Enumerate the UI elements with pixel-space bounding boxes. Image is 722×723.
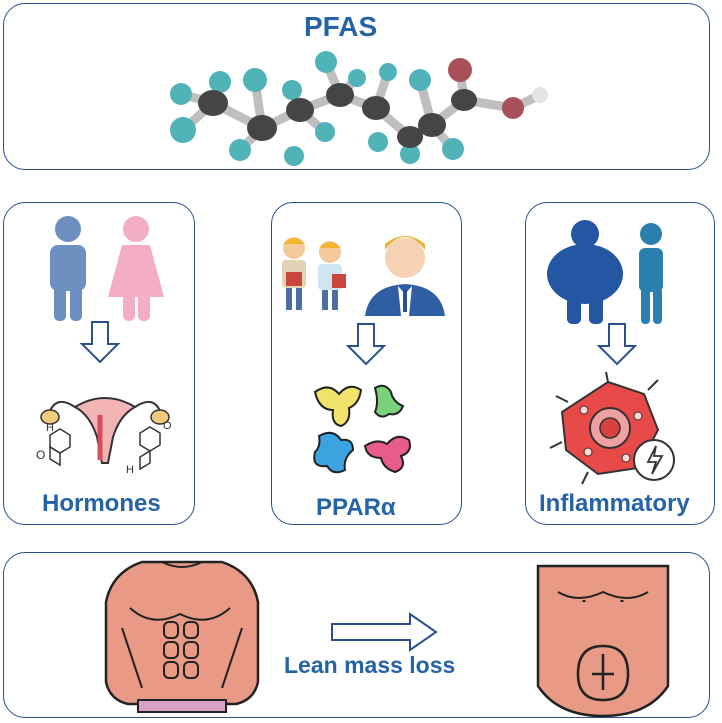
fluorine-atom: [379, 63, 397, 81]
carbon-atom: [418, 113, 446, 137]
fluorine-atom: [409, 69, 431, 91]
weak-torso-icon: [536, 564, 670, 718]
hormones-panel: [3, 202, 195, 525]
carbon-atom: [451, 89, 477, 111]
carbon-atom: [198, 90, 228, 116]
lean-mass-label: Lean mass loss: [284, 652, 456, 678]
svg-text:H: H: [126, 464, 134, 476]
carbon-atom: [362, 96, 390, 120]
fluorine-atom: [348, 69, 366, 87]
inflamed-cell-icon: [549, 371, 675, 485]
fluorine-atom: [282, 80, 302, 100]
hydrogen-atom: [532, 87, 548, 103]
fluorine-atom: [229, 139, 251, 161]
fluorine-atom: [170, 83, 192, 105]
down-arrow-icon: [345, 323, 387, 366]
svg-text:O: O: [36, 448, 45, 462]
carbon-atom: [286, 98, 314, 122]
oxygen-atom: [502, 97, 524, 119]
fluorine-atom: [368, 132, 388, 152]
fluorine-atom: [315, 51, 337, 73]
svg-text:O: O: [163, 420, 172, 432]
right-arrow-icon: [331, 612, 438, 652]
fluorine-atom: [284, 146, 304, 166]
adult-man-icon: [365, 236, 445, 316]
fluorine-atom: [442, 138, 464, 160]
down-arrow-icon: [596, 323, 638, 366]
fluorine-atom: [243, 68, 267, 92]
male-female-icon: [50, 216, 164, 321]
fluorine-atom: [209, 71, 231, 93]
carbon-atom: [247, 115, 277, 141]
ppar-label: PPARα: [316, 494, 396, 521]
obese-lean-figures-icon: [547, 220, 663, 324]
pfas-molecule: [170, 51, 548, 166]
fluorine-atom: [170, 117, 196, 143]
oxygen-atom: [448, 58, 472, 82]
svg-text:H: H: [46, 422, 54, 434]
down-arrow-icon: [79, 321, 121, 364]
muscular-torso-icon: [104, 560, 260, 713]
inflammatory-label: Inflammatory: [539, 490, 690, 517]
children-icon: [282, 237, 346, 310]
hormones-label: Hormones: [42, 490, 161, 517]
carbon-atom: [397, 126, 423, 148]
pfas-title: PFAS: [304, 11, 378, 42]
fluorine-atom: [315, 122, 335, 142]
carbon-atom: [326, 83, 354, 107]
ppar-receptor-icon: [313, 384, 411, 474]
reproductive-hormone-icon: O H O H: [36, 397, 172, 476]
fluorine-atom: [400, 144, 420, 164]
